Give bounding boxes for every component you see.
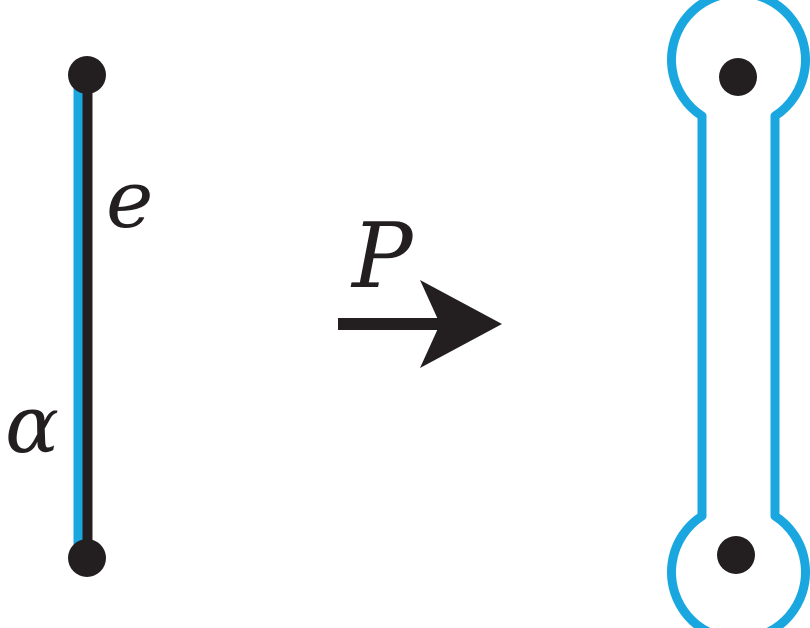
bottom-vertex (68, 539, 106, 577)
map-arrow: P (338, 204, 502, 368)
path-label-alpha: α (5, 378, 59, 471)
arrow-head (420, 280, 502, 368)
image-top-vertex (719, 58, 757, 96)
left-graph: e α (5, 56, 153, 577)
image-curve (667, 0, 810, 628)
map-label-p: P (350, 204, 414, 309)
right-graph (667, 0, 810, 628)
edge-label-e: e (106, 153, 153, 246)
top-vertex (68, 56, 106, 94)
image-bottom-vertex (717, 536, 755, 574)
